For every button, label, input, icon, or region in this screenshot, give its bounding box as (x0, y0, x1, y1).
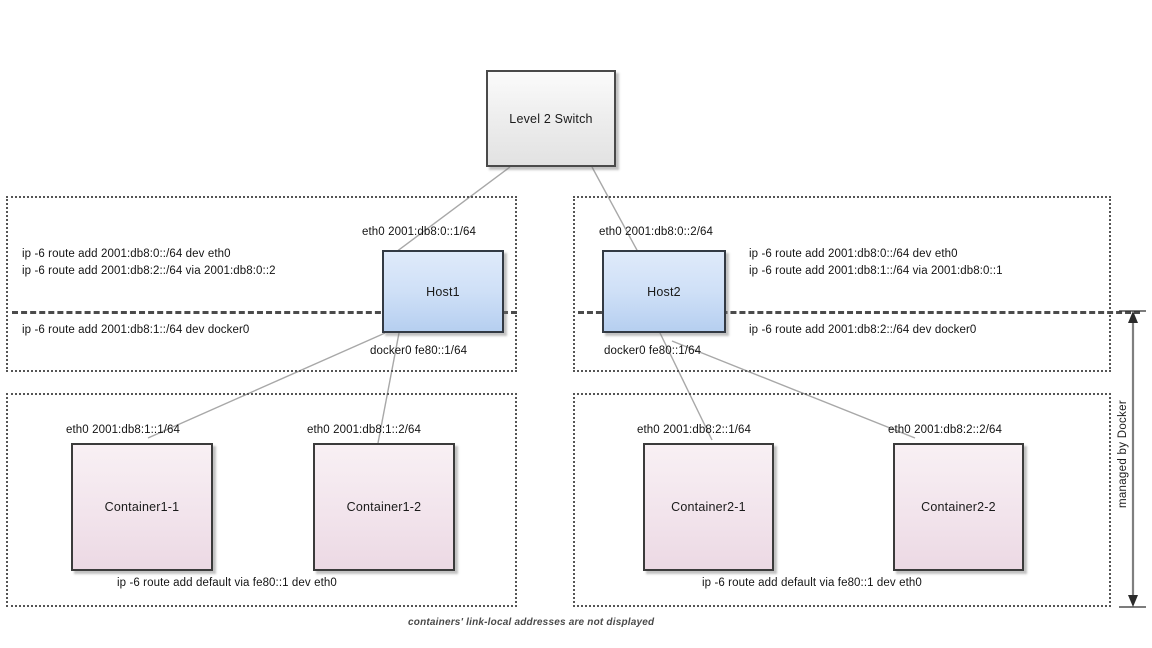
container-group-1-default-route: ip -6 route add default via fe80::1 dev … (117, 577, 337, 589)
node-container2-2[interactable]: Container2-2 (893, 443, 1024, 571)
host1-route-docker0: ip -6 route add 2001:db8:1::/64 dev dock… (22, 324, 250, 336)
node-container1-2[interactable]: Container1-2 (313, 443, 455, 571)
host1-label: Host1 (426, 284, 460, 299)
host2-route-docker0: ip -6 route add 2001:db8:2::/64 dev dock… (749, 324, 977, 336)
footnote-caption: containers' link-local addresses are not… (408, 617, 655, 628)
container-group-1-region (6, 393, 517, 607)
container1-2-eth0-label: eth0 2001:db8:1::2/64 (307, 424, 422, 436)
host2-route-eth0: ip -6 route add 2001:db8:0::/64 dev eth0 (749, 248, 958, 260)
container-group-2-region (573, 393, 1111, 607)
node-container2-1[interactable]: Container2-1 (643, 443, 774, 571)
managed-arrow-head-down (1128, 595, 1138, 607)
host1-eth0-label: eth0 2001:db8:0::1/64 (362, 226, 477, 238)
node-container1-1[interactable]: Container1-1 (71, 443, 213, 571)
host1-route-remote: ip -6 route add 2001:db8:2::/64 via 2001… (22, 265, 276, 277)
node-host1[interactable]: Host1 (382, 250, 504, 333)
separator-right (578, 311, 1140, 314)
managed-by-docker-label: managed by Docker (1117, 400, 1129, 509)
level2-switch-label: Level 2 Switch (509, 111, 593, 126)
container2-1-label: Container2-1 (671, 500, 746, 514)
host2-eth0-label: eth0 2001:db8:0::2/64 (599, 226, 714, 238)
container1-1-eth0-label: eth0 2001:db8:1::1/64 (66, 424, 181, 436)
container1-2-label: Container1-2 (346, 500, 422, 514)
container2-2-eth0-label: eth0 2001:db8:2::2/64 (888, 424, 1003, 436)
container2-2-label: Container2-2 (921, 500, 996, 514)
host2-docker0-label: docker0 fe80::1/64 (604, 345, 702, 357)
node-level2-switch[interactable]: Level 2 Switch (486, 70, 616, 167)
host2-label: Host2 (647, 284, 681, 299)
host2-route-remote: ip -6 route add 2001:db8:1::/64 via 2001… (749, 265, 1003, 277)
host1-docker0-label: docker0 fe80::1/64 (370, 345, 468, 357)
container2-1-eth0-label: eth0 2001:db8:2::1/64 (637, 424, 752, 436)
container-group-2-default-route: ip -6 route add default via fe80::1 dev … (702, 577, 922, 589)
container1-1-label: Container1-1 (104, 500, 180, 514)
separator-left (12, 311, 517, 314)
host1-region (6, 196, 517, 372)
host2-region (573, 196, 1111, 372)
node-host2[interactable]: Host2 (602, 250, 726, 333)
host1-route-eth0: ip -6 route add 2001:db8:0::/64 dev eth0 (22, 248, 231, 260)
